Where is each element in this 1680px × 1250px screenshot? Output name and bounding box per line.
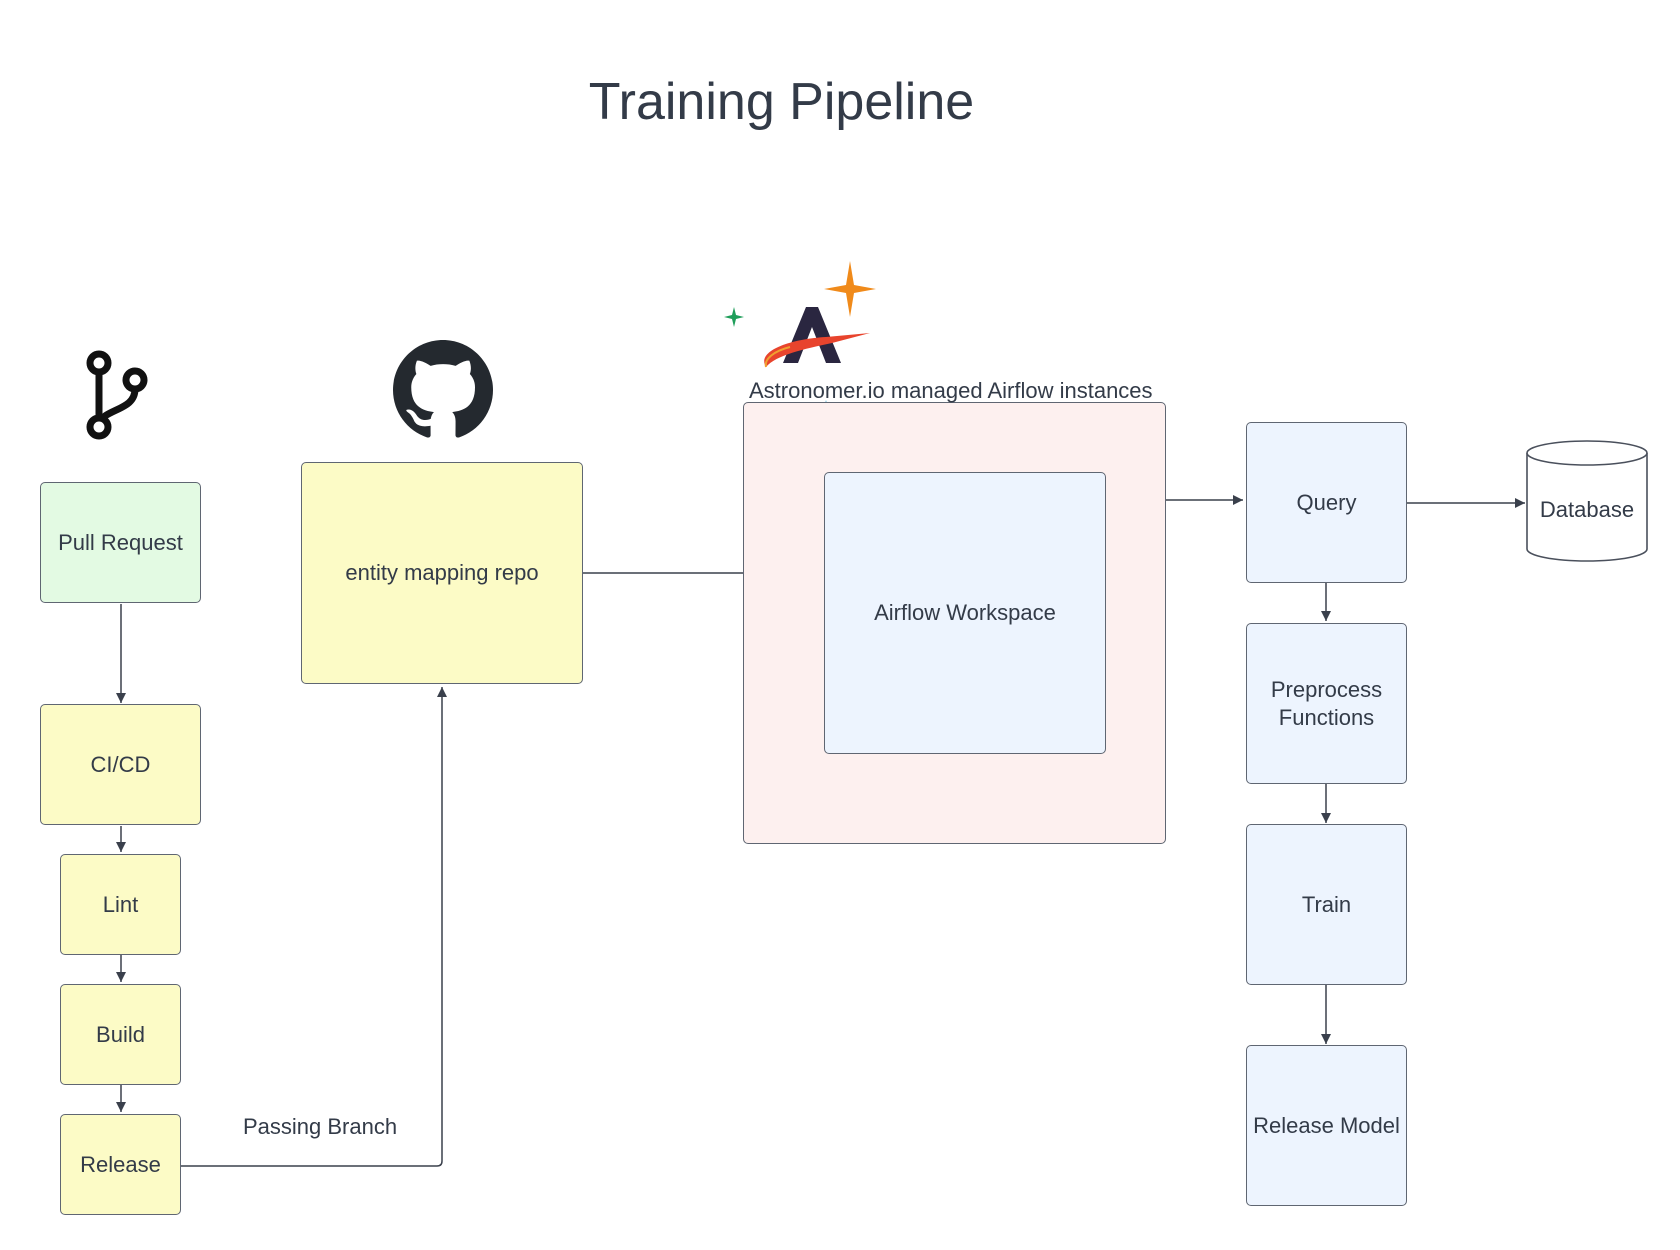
build-node: Build: [60, 984, 181, 1085]
release-node: Release: [60, 1114, 181, 1215]
query-node: Query: [1246, 422, 1407, 583]
astronomer-label: Astronomer.io managed Airflow instances: [749, 378, 1153, 403]
entity-mapping-repo-node: entity mapping repo: [301, 462, 583, 684]
pull-request-node: Pull Request: [40, 482, 201, 603]
airflow-workspace-node: Airflow Workspace: [824, 472, 1106, 754]
github-icon: [393, 340, 493, 438]
edge-release-repo: [181, 687, 447, 1167]
lint-node: Lint: [60, 854, 181, 955]
database-label: Database: [1539, 497, 1635, 522]
astronomer-logo: [724, 261, 876, 368]
database-cylinder: [1526, 440, 1648, 562]
release-model-node: Release Model: [1246, 1045, 1407, 1206]
git-branch-icon: [86, 350, 148, 440]
train-node: Train: [1246, 824, 1407, 985]
cicd-node: CI/CD: [40, 704, 201, 825]
passing-branch-label: Passing Branch: [243, 1114, 398, 1139]
page-title: Training Pipeline: [588, 73, 975, 131]
preprocess-functions-node: Preprocess Functions: [1246, 623, 1407, 784]
